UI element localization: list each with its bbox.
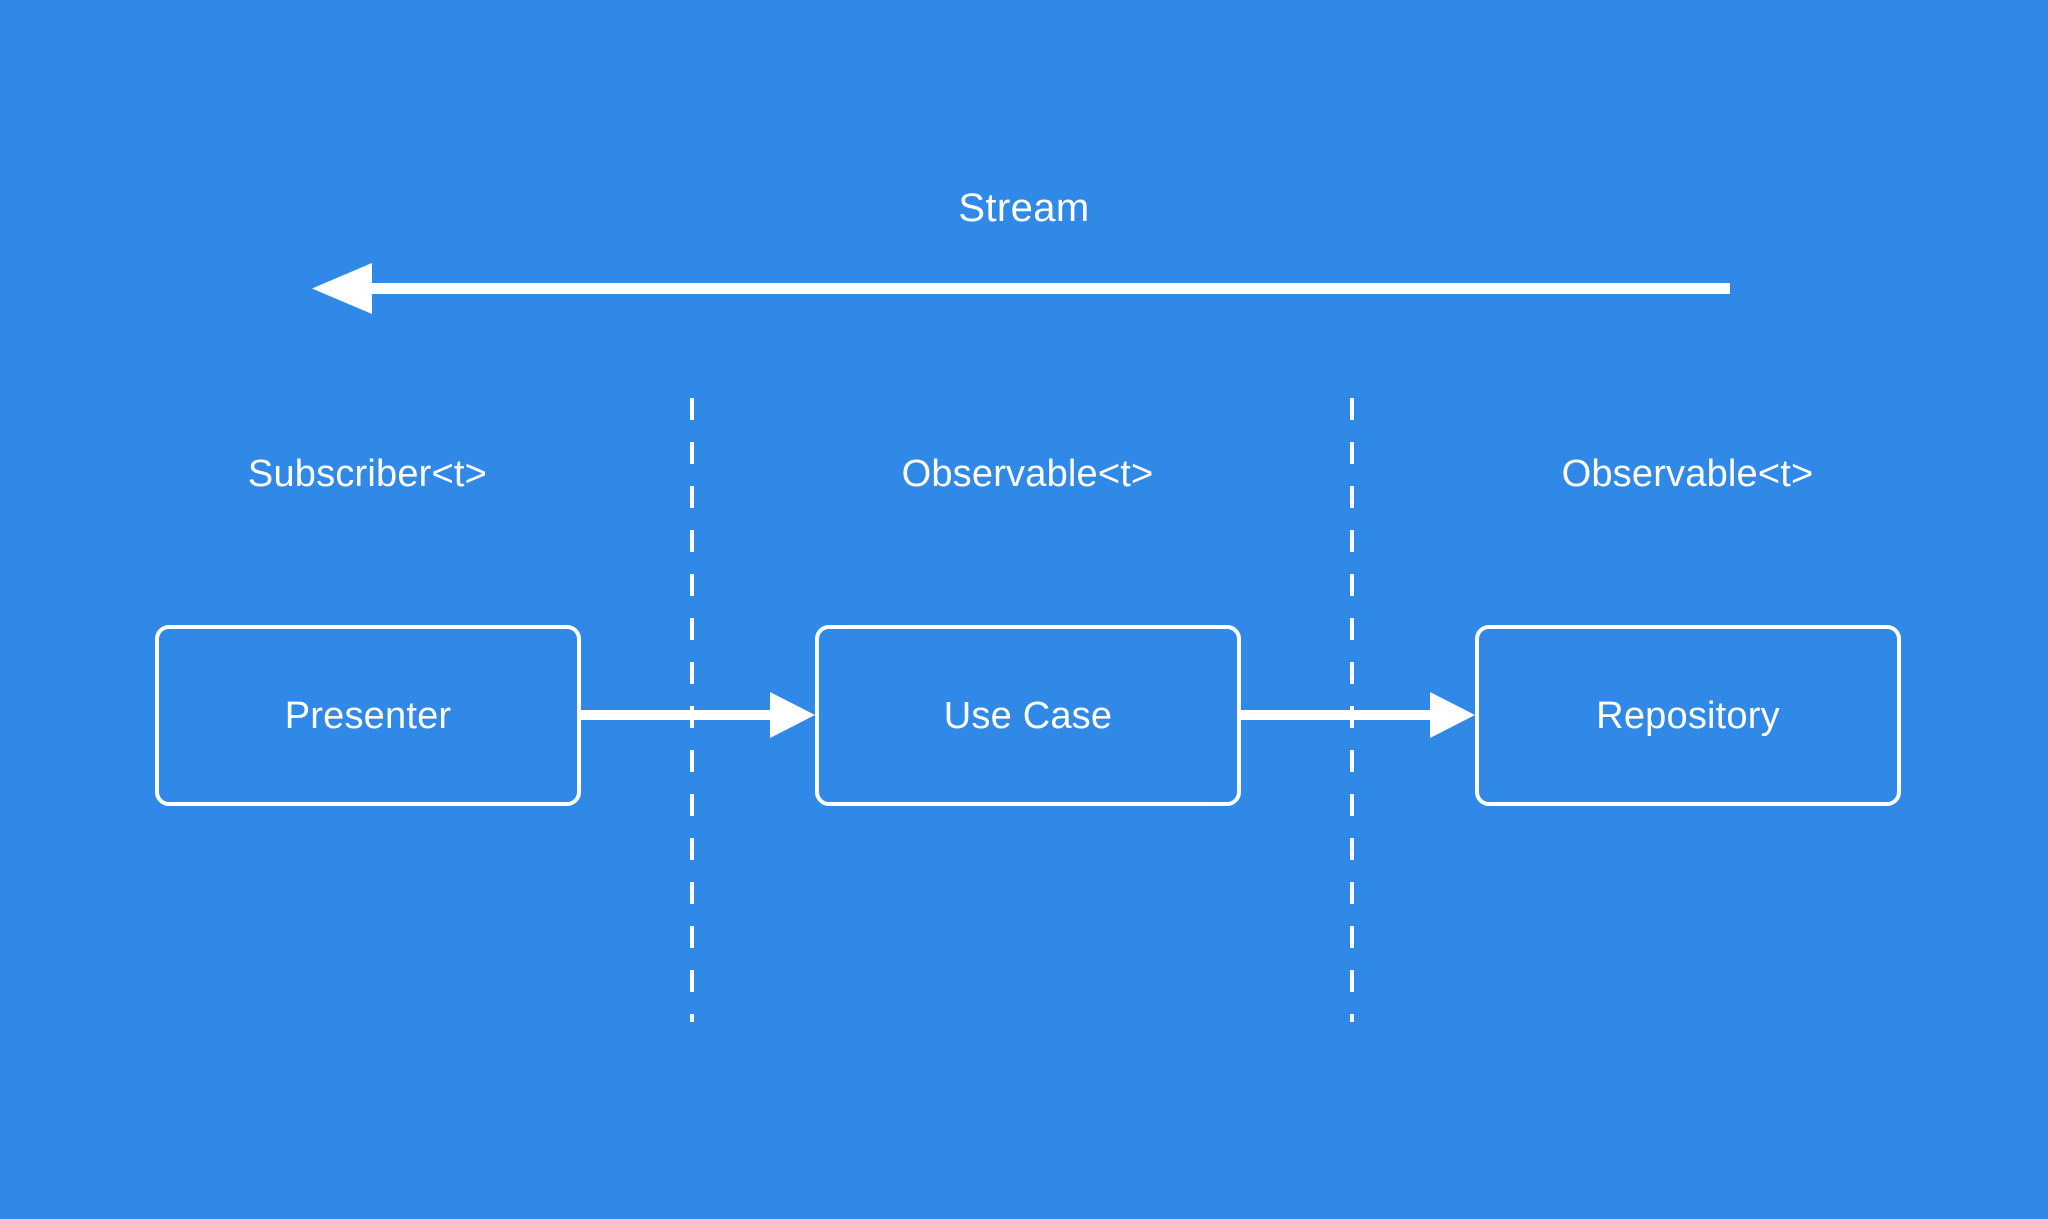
node-presenter[interactable]: Presenter [155, 625, 581, 806]
node-repository[interactable]: Repository [1475, 625, 1901, 806]
stream-arrow-shaft [332, 283, 1730, 294]
stream-arrow-head [312, 263, 372, 314]
node-presenter-label: Presenter [284, 694, 452, 737]
stream-arrow [312, 263, 1730, 314]
connector-use-case-to-repository [1241, 692, 1475, 738]
connector-presenter-to-use-case [581, 692, 815, 738]
connector-1-arrowhead [770, 692, 815, 738]
connector-1-shaft [581, 710, 797, 720]
connector-2-arrowhead [1430, 692, 1475, 738]
stream-arrow-label: Stream [958, 186, 1090, 230]
lane-label-observable-usecase: Observable<t> [901, 453, 1154, 495]
connector-2-shaft [1241, 710, 1457, 720]
node-repository-label: Repository [1596, 694, 1780, 737]
lane-label-observable-repository: Observable<t> [1561, 453, 1814, 495]
lane-label-subscriber: Subscriber<t> [247, 453, 488, 495]
node-use-case[interactable]: Use Case [815, 625, 1241, 806]
node-use-case-label: Use Case [943, 694, 1113, 737]
